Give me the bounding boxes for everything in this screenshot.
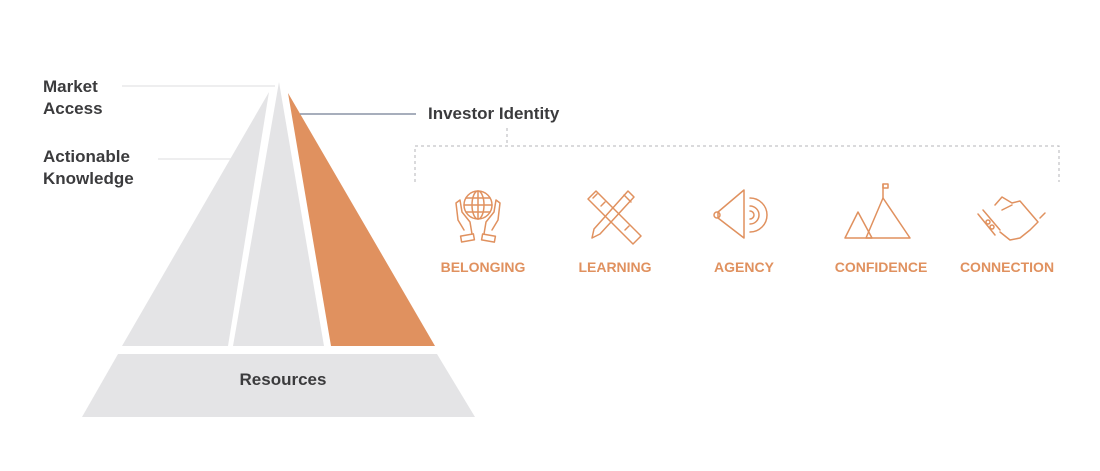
- investor-identity-label: Investor Identity: [428, 104, 560, 123]
- pillar-confidence-label: CONFIDENCE: [834, 259, 928, 275]
- pyramid-investor-identity: [288, 93, 435, 346]
- handshake-icon: [977, 196, 1046, 241]
- pyramid-actionable-knowledge: [122, 92, 269, 346]
- pyramid-resources-base: [82, 354, 475, 417]
- ruler-pencil-icon: [587, 190, 642, 245]
- megaphone-icon: [713, 189, 768, 239]
- pillar-connection-label: CONNECTION: [959, 259, 1055, 275]
- resources-label: Resources: [239, 370, 327, 389]
- hands-globe-icon: [455, 190, 501, 243]
- pillar-agency-label: AGENCY: [714, 259, 774, 275]
- pillar-belonging-label: BELONGING: [440, 259, 526, 275]
- pillar-learning-label: LEARNING: [578, 259, 652, 275]
- pillars-bracket: [414, 128, 1060, 182]
- mountain-flag-icon: [844, 183, 911, 239]
- pyramid-market-access: [233, 82, 324, 346]
